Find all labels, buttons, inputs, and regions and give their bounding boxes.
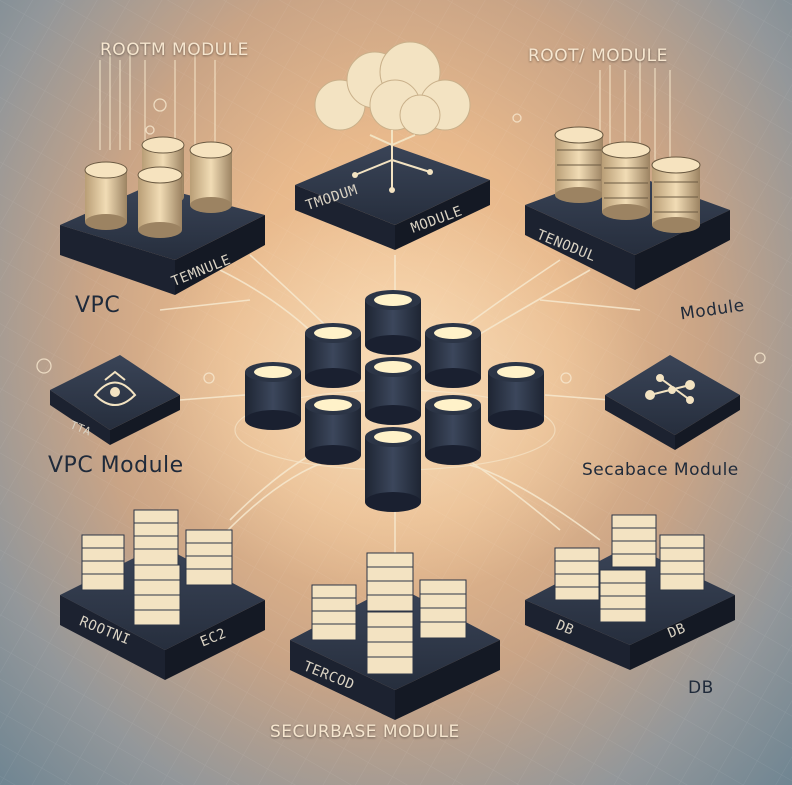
- cream-cylinder: [84, 161, 128, 230]
- bottom-right-module: [525, 514, 735, 670]
- server-box: [611, 514, 657, 568]
- db-cylinder: [425, 395, 481, 465]
- server-box: [554, 547, 600, 601]
- server-box: [366, 552, 414, 612]
- bottom-center-module: [290, 552, 500, 720]
- server-box: [133, 509, 179, 566]
- right-module: [605, 355, 740, 450]
- server-stack-icon: [651, 156, 701, 233]
- top-right-title: ROOT/ MODULE: [528, 46, 668, 66]
- server-box: [366, 611, 414, 675]
- securbase-module-label: SECURBASE MODULE: [270, 722, 460, 742]
- cloud-tree-icon: [314, 41, 471, 193]
- db-cylinder: [365, 427, 421, 512]
- left-module: [50, 355, 180, 445]
- cream-cylinder: [189, 141, 233, 213]
- db-label: DB: [688, 678, 714, 698]
- network-icon: [645, 374, 695, 404]
- server-stack-icon: [601, 141, 651, 220]
- vpc-top-label: VPC: [75, 293, 121, 318]
- db-cylinder: [488, 362, 544, 430]
- shield-icon: [93, 370, 137, 406]
- server-box: [659, 534, 705, 591]
- db-cylinder: [245, 362, 301, 430]
- vpc-module-label: VPC Module: [48, 453, 184, 478]
- server-box: [185, 529, 233, 586]
- db-cylinder: [365, 357, 421, 425]
- top-left-title: ROOTM MODULE: [100, 40, 249, 60]
- top-left-module: [60, 136, 265, 295]
- bottom-left-module: [60, 509, 265, 680]
- cream-cylinder: [137, 166, 183, 238]
- secbase-module-label: Secabace Module: [582, 460, 739, 480]
- light-streaks-right: [599, 60, 671, 165]
- db-cylinder: [305, 395, 361, 465]
- database-cluster-icon: [234, 290, 556, 512]
- db-cylinder: [365, 290, 421, 355]
- server-box: [311, 584, 357, 641]
- server-box: [599, 569, 647, 623]
- top-right-module: [525, 126, 730, 290]
- light-streaks-left: [99, 50, 216, 150]
- db-cylinder: [305, 323, 361, 388]
- server-stack-icon: [554, 126, 604, 203]
- server-box: [419, 579, 467, 639]
- server-box: [81, 534, 125, 591]
- top-center-module: [295, 41, 490, 250]
- db-cylinder: [425, 323, 481, 388]
- server-box: [133, 564, 181, 626]
